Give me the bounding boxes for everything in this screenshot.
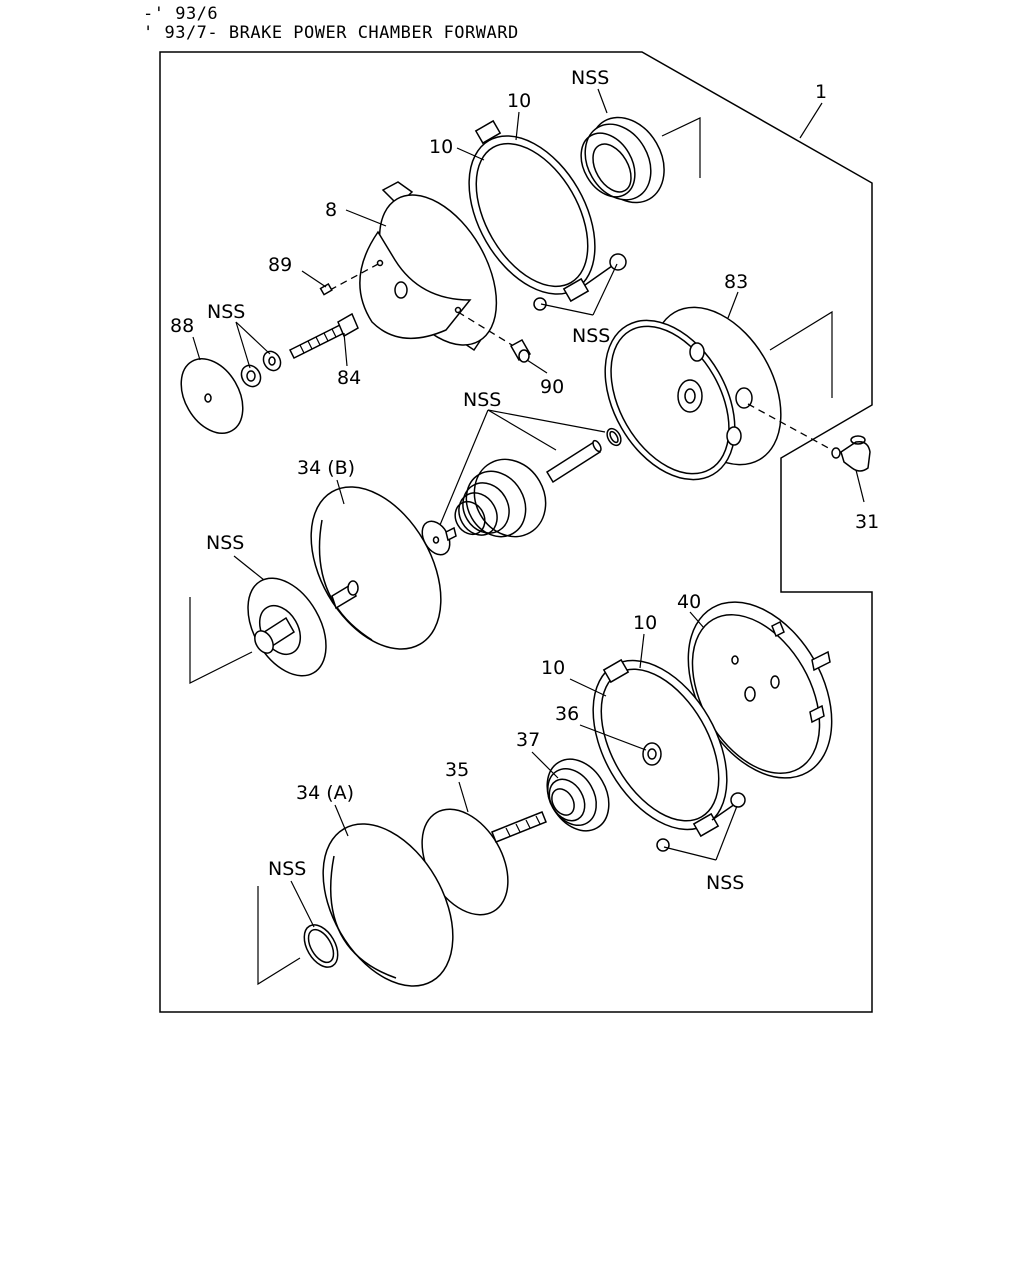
fitting-guide-line xyxy=(747,403,833,451)
upper-clamp-band-part xyxy=(468,119,596,303)
piston-part xyxy=(247,577,327,677)
o-ring-part xyxy=(303,924,339,968)
callout-screw: 89 xyxy=(268,254,292,276)
cover-part xyxy=(604,306,782,481)
plug-part xyxy=(509,338,532,363)
callout-nss-top: NSS xyxy=(571,67,609,89)
pin-part xyxy=(545,427,622,484)
callout-nss-nut: NSS xyxy=(207,301,245,323)
plug-guide-line xyxy=(457,311,513,346)
callout-nss-clamp-bottom: NSS xyxy=(706,872,744,894)
fitting-part xyxy=(831,435,871,472)
lower-clamp-band-part xyxy=(592,658,728,838)
callout-chamber: 40 xyxy=(677,591,701,613)
callout-cover: 83 xyxy=(724,271,748,293)
boot-part xyxy=(546,758,610,832)
upper-clamp-bolt-part xyxy=(533,253,627,311)
o-ring-reference-bracket xyxy=(257,886,301,986)
callout-band-d: 10 xyxy=(541,657,565,679)
header-line-2-title: ' 93/7- BRAKE POWER CHAMBER FORWARD xyxy=(143,23,519,43)
callout-pushplate: 35 xyxy=(445,759,469,781)
callout-nss-spring: NSS xyxy=(463,389,501,411)
spring-part xyxy=(454,458,547,538)
boot-reference-bracket xyxy=(661,117,701,178)
callout-band-c: 10 xyxy=(633,612,657,634)
piston-reference-bracket xyxy=(189,597,253,684)
diaphragm-a-part xyxy=(322,823,454,987)
diaphragm-b-part xyxy=(310,486,442,650)
callout-band-a: 10 xyxy=(507,90,531,112)
housing-part xyxy=(359,181,498,352)
top-boot-part xyxy=(580,116,665,204)
callout-plate: 88 xyxy=(170,315,194,337)
leader-lines xyxy=(192,88,865,928)
callout-nss-clamp-top: NSS xyxy=(572,325,610,347)
callout-nss-piston: NSS xyxy=(206,532,244,554)
callout-stud: 84 xyxy=(337,367,361,389)
callout-nss-ring: NSS xyxy=(268,858,306,880)
nut-washer-part xyxy=(240,350,282,388)
callout-band-b: 10 xyxy=(429,136,453,158)
callout-housing: 8 xyxy=(325,199,337,221)
assembly-frame xyxy=(159,51,873,1013)
callout-assembly: 1 xyxy=(815,81,827,103)
cover-reference-bracket xyxy=(769,310,833,398)
callout-plug: 90 xyxy=(540,376,564,398)
screw-guide-line xyxy=(329,262,381,291)
plate-part xyxy=(180,358,244,434)
screw-part xyxy=(319,283,333,296)
callout-bushing: 36 xyxy=(555,703,579,725)
callout-fitting: 31 xyxy=(855,511,879,533)
callout-diaphragm-a: 34 (A) xyxy=(296,782,354,804)
header-line-1: -' 93/6 xyxy=(143,4,219,24)
callout-boot: 37 xyxy=(516,729,540,751)
stud-part xyxy=(288,312,359,360)
callout-diaphragm-b: 34 (B) xyxy=(297,457,355,479)
leader-assembly xyxy=(799,102,823,139)
